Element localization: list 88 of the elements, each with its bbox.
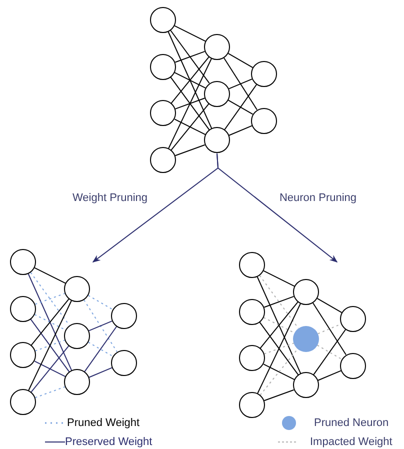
connection-line [34, 292, 66, 305]
connection-line [30, 298, 70, 346]
neuron-circle [340, 352, 366, 379]
connection-line [228, 52, 254, 68]
legend-label: Impacted Weight [310, 436, 392, 448]
connection-line [84, 326, 117, 372]
connection-line [318, 324, 342, 334]
connection-line [263, 317, 295, 334]
connection-line [260, 302, 298, 349]
connection-line [28, 300, 72, 391]
connection-line [256, 276, 302, 374]
connection-line [264, 342, 294, 354]
neuron-circle [10, 342, 36, 368]
neuron-circle [293, 372, 319, 398]
neuron-circle [239, 252, 265, 278]
neuron-circle [204, 34, 230, 60]
neuron-circle [10, 389, 36, 416]
neuron-circle [340, 306, 366, 332]
neuron-circle [111, 303, 137, 329]
connection-line [170, 76, 210, 130]
neuron-circle [64, 369, 90, 396]
connection-line [318, 370, 342, 381]
connection-line [228, 78, 252, 90]
connection-line [259, 274, 299, 329]
connection-line [260, 348, 298, 396]
connection-line [30, 272, 70, 326]
connection-line [224, 57, 258, 110]
connection-line [88, 294, 114, 310]
connection-line [168, 31, 212, 130]
connection-line [34, 340, 66, 352]
connection-line [170, 103, 210, 151]
neuron-circle [64, 276, 90, 302]
connection-line [174, 98, 206, 110]
connection-line [34, 386, 66, 398]
connection-line [259, 322, 299, 376]
connection-line [30, 345, 70, 393]
connection-line [224, 84, 257, 130]
connection-line [264, 296, 294, 308]
legend-label: Pruned Neuron [314, 417, 389, 429]
connection-line [170, 30, 210, 84]
edge-label: Neuron Pruning [278, 192, 358, 204]
connection-line [174, 118, 206, 136]
connection-line [88, 342, 114, 357]
connection-line [34, 360, 66, 378]
connection-line [264, 389, 294, 402]
legend-label: Pruned Weight [67, 417, 140, 429]
neuron-circle [150, 7, 176, 33]
legend-label: Preserved Weight [65, 436, 152, 448]
connection-line [174, 72, 206, 88]
connection-line [263, 364, 295, 380]
connection-line [174, 50, 206, 63]
connection-line [28, 273, 72, 372]
connection-line [30, 318, 70, 372]
pruned-neuron [293, 326, 319, 352]
neuron-circle [150, 147, 176, 174]
connection-line [312, 302, 346, 356]
connection-line [34, 314, 66, 330]
neuron-circle [204, 127, 230, 154]
neuron-circle [239, 345, 265, 372]
connection-line [257, 303, 301, 394]
neuron-circle [150, 100, 176, 126]
connection-line [316, 344, 342, 360]
connection-line [84, 299, 118, 352]
connection-line [313, 329, 346, 376]
neuron-circle [204, 80, 230, 107]
connection-line [88, 320, 112, 332]
connection-line [88, 367, 112, 378]
connection-line [316, 298, 342, 314]
connection-line [168, 58, 212, 149]
neuron-circle [10, 249, 36, 275]
neuron-circle [293, 279, 319, 305]
neuron-circle [239, 298, 265, 325]
neuron-circle [251, 61, 277, 87]
neuron-circle [111, 350, 137, 376]
arrow [216, 152, 338, 262]
neuron-circle [251, 108, 277, 134]
neuron-circle [239, 392, 265, 418]
connection-line [174, 144, 206, 156]
connection-line [228, 100, 254, 115]
connection-line [34, 267, 66, 284]
connection-line [174, 25, 206, 42]
connection-line [170, 56, 210, 104]
edge-label: Weight Pruning [72, 192, 148, 204]
neuron-circle [10, 296, 36, 322]
connection-line [228, 125, 252, 136]
connection-line [263, 270, 295, 287]
neuron-circle [64, 322, 90, 349]
neuron-circle [150, 54, 176, 80]
